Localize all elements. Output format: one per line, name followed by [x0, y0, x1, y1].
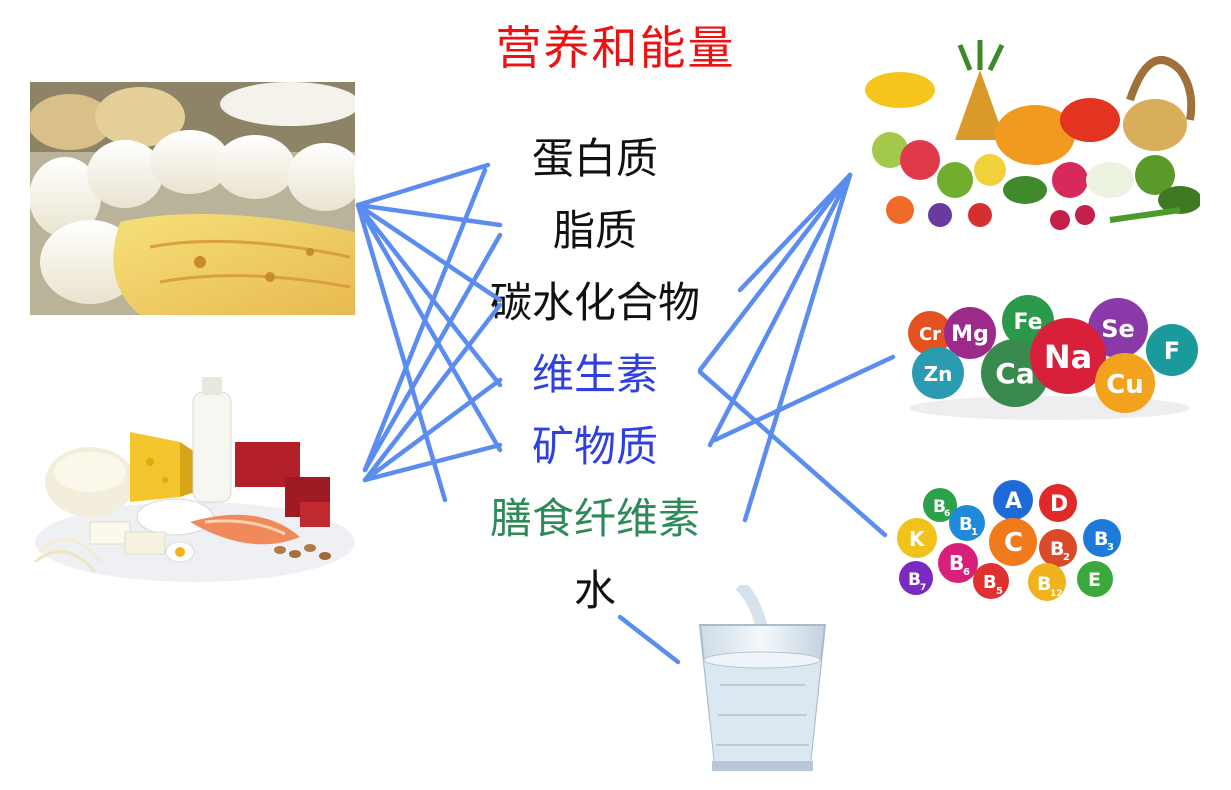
- mineral-label: Cr: [919, 324, 941, 345]
- mineral-ball-mg: [944, 307, 996, 359]
- fruits-vegetables-image: [860, 30, 1200, 230]
- vitamin-subscript: 12: [1050, 589, 1063, 599]
- mineral-label: Mg: [951, 322, 989, 347]
- mineral-label: F: [1164, 337, 1180, 365]
- nutrient-lipid: 脂质: [552, 206, 637, 255]
- vitamin-subscript: 6: [963, 567, 970, 578]
- connector-line: [355, 202, 503, 303]
- vitamin-label: B: [983, 572, 997, 593]
- mineral-label: Cu: [1106, 370, 1144, 400]
- connector-line: [355, 202, 503, 228]
- vitamin-label: B: [908, 570, 921, 590]
- nutrient-vitamin: 维生素: [531, 350, 658, 399]
- vitamin-label: K: [909, 527, 926, 551]
- vitamins-image: B 6 A D K B 1 C B 2 B 3 B 6 B 7 B 5 B 12…: [895, 478, 1130, 608]
- nutrient-water: 水: [573, 566, 616, 615]
- connector-line: [362, 302, 503, 483]
- mineral-ball-f: [1146, 324, 1198, 376]
- mineral-ball-cr: [908, 311, 952, 355]
- page-title: 营养和能量: [495, 21, 736, 75]
- connector-line: [362, 442, 503, 483]
- vitamin-label: B: [959, 514, 973, 535]
- connector-line: [697, 369, 888, 538]
- vitamin-subscript: 2: [1063, 552, 1070, 563]
- vitamin-label: B: [933, 497, 946, 517]
- vitamin-label: D: [1050, 492, 1068, 517]
- connector-line: [355, 162, 491, 208]
- vitamin-label: B: [1094, 528, 1108, 550]
- connector-line: [355, 202, 503, 453]
- mineral-label: Se: [1101, 315, 1135, 343]
- nutrient-carbohydrate: 碳水化合物: [489, 278, 700, 327]
- nutrient-protein: 蛋白质: [531, 134, 658, 183]
- connector-line: [697, 172, 853, 373]
- minerals-image: Cr Mg Fe Se Zn Ca Na Cu F: [900, 288, 1200, 423]
- vitamin-label: C: [1004, 528, 1023, 558]
- vitamin-label: B: [1037, 573, 1051, 595]
- vitamin-subscript: 5: [996, 586, 1003, 597]
- vitamin-label: E: [1088, 569, 1101, 591]
- connector-line: [617, 614, 681, 665]
- protein-foods-image: [30, 372, 355, 582]
- mineral-label: Na: [1044, 338, 1092, 376]
- vitamin-label: B: [1050, 538, 1064, 560]
- vitamin-subscript: 3: [1107, 542, 1114, 553]
- mineral-ball-na: [1030, 318, 1106, 394]
- staple-foods-image: [30, 82, 355, 315]
- vitamin-subscript: 1: [971, 527, 978, 538]
- connector-line: [362, 232, 503, 473]
- connector-line: [712, 354, 896, 443]
- connector-line: [355, 202, 503, 388]
- mineral-label: Ca: [995, 357, 1034, 390]
- water-glass-image: [690, 585, 835, 778]
- connector-line: [355, 202, 448, 503]
- connector-line: [742, 172, 853, 523]
- mineral-ball-cu: [1095, 353, 1155, 413]
- nutrient-dietary-fiber: 膳食纤维素: [489, 494, 700, 543]
- vitamin-subscript: 7: [920, 583, 926, 593]
- vitamin-label: A: [1005, 489, 1022, 514]
- vitamin-subscript: 6: [944, 509, 950, 519]
- mineral-label: Fe: [1013, 310, 1042, 335]
- mineral-label: Zn: [924, 362, 953, 386]
- vitamin-label: B: [949, 551, 964, 575]
- connector-line: [737, 172, 853, 293]
- connector-line: [362, 377, 503, 483]
- mineral-ball-zn: [912, 347, 964, 399]
- nutrient-mineral: 矿物质: [531, 422, 658, 471]
- connector-line: [362, 167, 488, 473]
